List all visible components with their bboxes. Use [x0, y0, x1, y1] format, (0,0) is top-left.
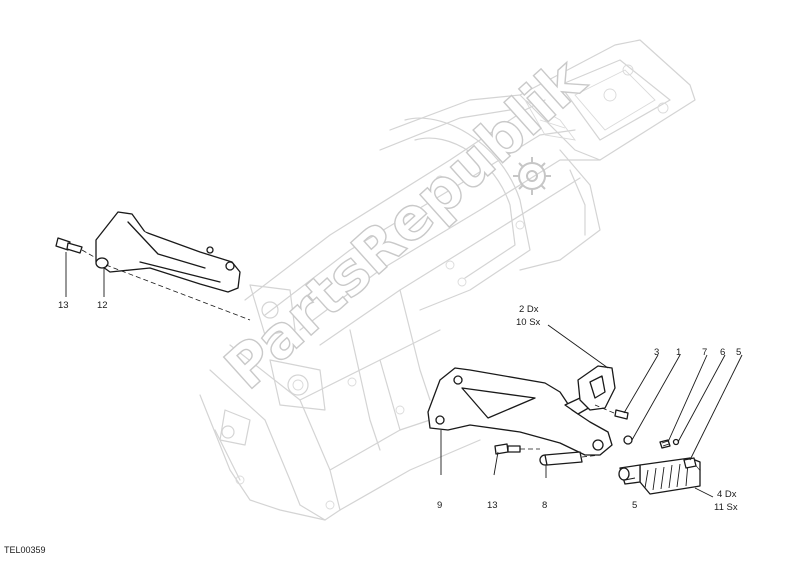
part-2-heel-guard	[577, 365, 616, 411]
callout-5-lower: 5	[632, 500, 637, 511]
part-4-footpeg	[618, 457, 701, 495]
part-1-washer	[623, 435, 633, 445]
watermark: PartsRepublik	[211, 44, 599, 403]
callout-6: 6	[720, 347, 725, 358]
part-12-bracket	[95, 211, 251, 321]
callout-7: 7	[702, 347, 707, 358]
part-8-pin	[539, 451, 601, 466]
callout-9: 9	[437, 500, 442, 511]
callout-5-right: 5	[736, 347, 741, 358]
part-9-footpeg-plate	[427, 367, 613, 456]
callout-11-sx: 11 Sx	[714, 502, 738, 513]
leader-lines	[65, 252, 743, 498]
part-13-bolt-upper	[55, 237, 97, 259]
callout-4-dx: 4 Dx	[717, 489, 737, 500]
callout-10-sx: 10 Sx	[516, 317, 541, 328]
frame-drawing	[199, 39, 696, 521]
callout-8: 8	[542, 500, 547, 511]
watermark-text: PartsRepublik	[212, 45, 599, 403]
drawing-code: TEL00359	[4, 545, 46, 555]
callout-labels: 13 12 2 Dx 10 Sx 3 1 7 6 5 9 13 8 5 4 Dx…	[58, 300, 741, 513]
part-7-spring	[659, 439, 671, 449]
callout-3: 3	[654, 347, 659, 358]
callout-13-upper: 13	[58, 300, 69, 311]
callout-2-dx: 2 Dx	[519, 304, 539, 315]
gear-icon	[513, 157, 551, 195]
callout-12: 12	[97, 300, 108, 311]
callout-1: 1	[676, 347, 681, 358]
part-6-pin	[672, 438, 680, 446]
callout-13-lower: 13	[487, 500, 498, 511]
part-13-bolt-lower	[494, 443, 540, 455]
